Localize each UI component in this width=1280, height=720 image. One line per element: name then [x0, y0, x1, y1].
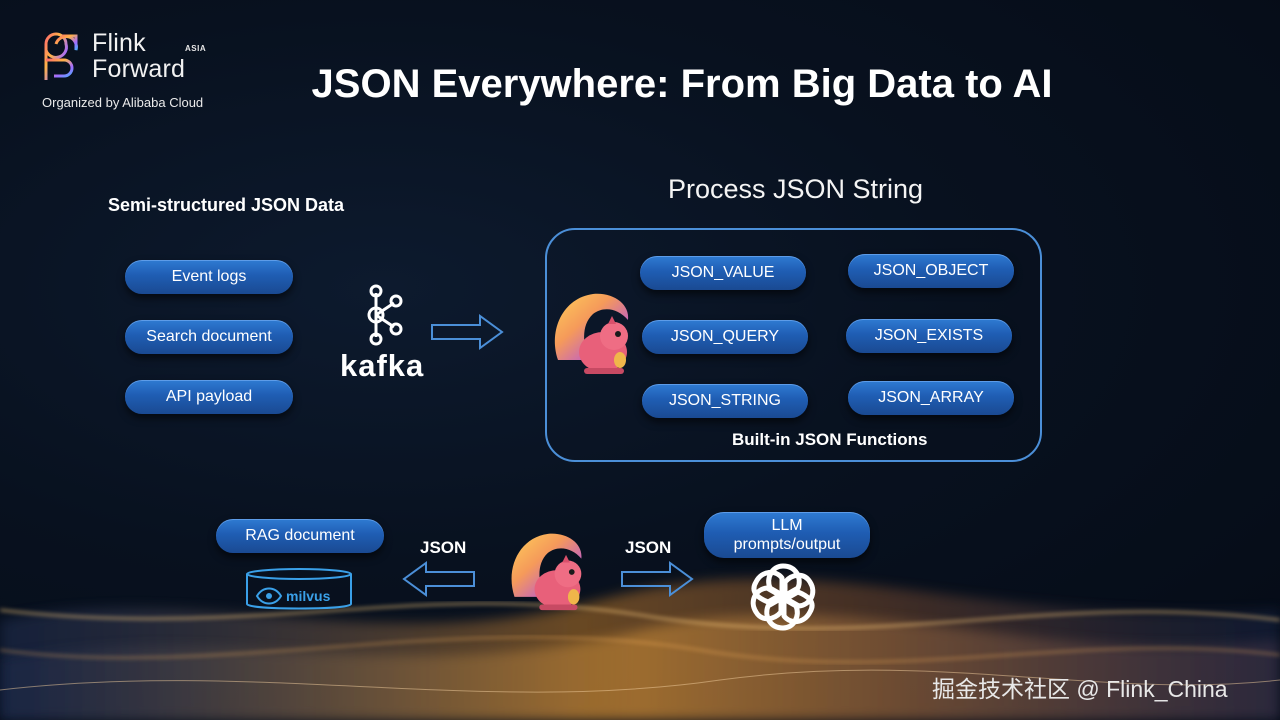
function-pill-json-exists: JSON_EXISTS	[846, 319, 1012, 353]
milvus-label: milvus	[286, 588, 331, 604]
kafka-icon	[367, 284, 403, 346]
function-pill-label: JSON_OBJECT	[873, 262, 989, 279]
function-pill-json-array: JSON_ARRAY	[848, 381, 1014, 415]
flink-squirrel-center-icon	[511, 533, 582, 611]
source-pill-label: API payload	[165, 388, 253, 405]
semi-structured-heading: Semi-structured JSON Data	[108, 195, 345, 215]
llm-prompts-pill: LLM prompts/output	[704, 512, 870, 558]
logo-badge-asia: ASIA	[185, 44, 207, 53]
right-arrow-icon	[431, 314, 504, 350]
function-pill-json-query: JSON_QUERY	[642, 320, 808, 354]
llm-pill-line1: LLM	[771, 517, 803, 534]
logo-text-flink: Flink	[92, 29, 146, 57]
background-glow-waves	[0, 579, 1280, 720]
function-pill-label: JSON_EXISTS	[874, 327, 984, 344]
source-pill-label: Event logs	[171, 268, 247, 285]
left-arrow-icon	[402, 561, 475, 597]
function-pill-label: JSON_VALUE	[671, 264, 775, 281]
process-json-box	[545, 228, 1042, 462]
rag-document-label: RAG document	[245, 527, 355, 544]
function-pill-json-value: JSON_VALUE	[640, 256, 806, 290]
watermark-text: 掘金技术社区 @ Flink_China	[932, 676, 1228, 702]
right-arrow-icon	[621, 561, 694, 597]
function-pill-label: JSON_ARRAY	[878, 389, 984, 406]
flink-forward-logo-icon	[44, 32, 78, 80]
rag-document-pill: RAG document	[216, 519, 384, 553]
function-pill-label: JSON_STRING	[668, 392, 781, 409]
source-pill-event-logs: Event logs	[125, 260, 293, 294]
builtin-functions-caption: Built-in JSON Functions	[732, 430, 928, 449]
logo-text-forward: Forward	[92, 55, 186, 83]
source-pill-search-document: Search document	[125, 320, 293, 354]
kafka-label: kafka	[340, 348, 425, 383]
json-right-arrow-label: JSON	[625, 538, 672, 557]
flink-forward-logo: Flink ASIA Forward Organized by Alibaba …	[40, 30, 240, 120]
json-left-arrow-label: JSON	[420, 538, 467, 557]
source-pill-label: Search document	[146, 328, 272, 345]
openai-icon	[750, 563, 816, 631]
process-json-heading: Process JSON String	[668, 174, 924, 204]
milvus-database-icon	[246, 568, 352, 610]
function-pill-json-string: JSON_STRING	[642, 384, 808, 418]
function-pill-label: JSON_QUERY	[670, 328, 780, 345]
flink-squirrel-icon	[554, 293, 629, 374]
llm-pill-line2: prompts/output	[733, 536, 841, 553]
slide-title: JSON Everywhere: From Big Data to AI	[311, 62, 1053, 106]
function-pill-json-object: JSON_OBJECT	[848, 254, 1014, 288]
source-pill-api-payload: API payload	[125, 380, 293, 414]
logo-organizer: Organized by Alibaba Cloud	[42, 95, 204, 110]
